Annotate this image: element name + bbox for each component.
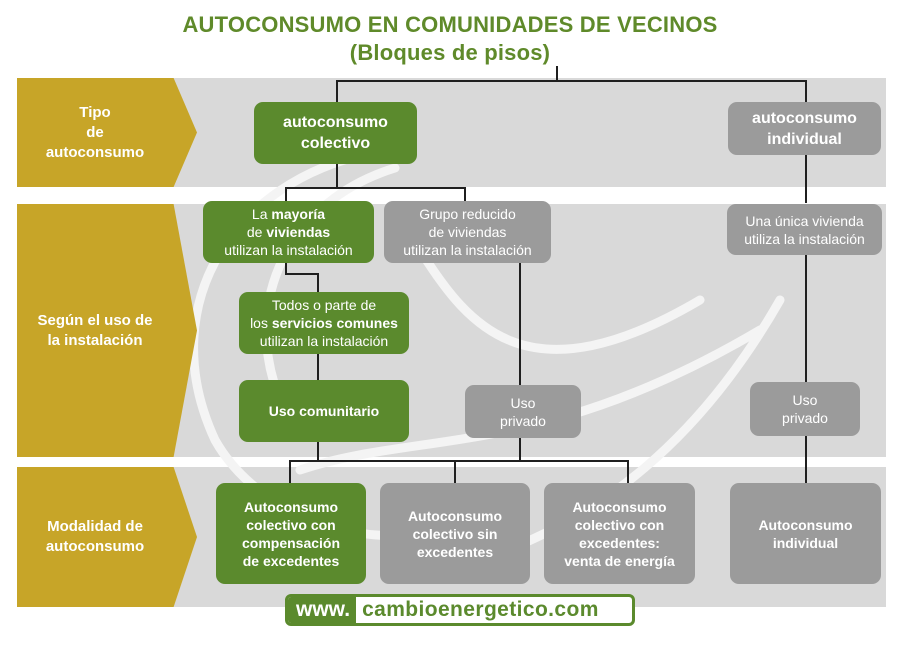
connector-line	[336, 80, 338, 102]
connector-line	[285, 262, 287, 274]
node-mayoria-viviendas: La mayoría de viviendas utilizan la inst…	[203, 201, 374, 263]
connector-line	[336, 80, 807, 82]
connector-line	[317, 441, 319, 461]
connector-line	[285, 273, 319, 275]
connector-line	[519, 262, 521, 385]
node-grupo-reducido: Grupo reducido de viviendas utilizan la …	[384, 201, 551, 263]
connector-line	[627, 460, 629, 483]
page-subtitle: (Bloques de pisos)	[349, 40, 551, 65]
connector-line	[805, 80, 807, 102]
text-fragment-bold: mayoría	[271, 206, 326, 222]
page-title: AUTOCONSUMO EN COMUNIDADES DE VECINOS	[182, 12, 718, 37]
text-fragment: La	[251, 206, 272, 222]
node-mod-compensacion: Autoconsumo colectivo con compensación d…	[216, 483, 366, 584]
connector-line	[317, 273, 319, 292]
connector-line	[317, 354, 319, 381]
connector-line	[464, 187, 466, 202]
url-www: www.	[288, 597, 357, 623]
connector-line	[289, 460, 291, 483]
text-fragment: Todos o parte de	[271, 297, 377, 313]
row-label-uso: Según el uso de la instalación	[17, 204, 197, 457]
row-label-tipo: Tipo de autoconsumo	[17, 78, 197, 187]
text-fragment: de	[246, 224, 267, 240]
node-mod-individual: Autoconsumo individual	[730, 483, 881, 584]
node-uso-privado-individual: Uso privado	[750, 382, 860, 436]
connector-line	[285, 187, 466, 189]
connector-line	[289, 460, 629, 462]
node-una-vivienda: Una única vivienda utiliza la instalació…	[727, 204, 882, 255]
connector-line	[556, 66, 558, 81]
text-fragment: utilizan la instalación	[259, 333, 389, 349]
website-link[interactable]: www. cambioenergetico.com	[285, 594, 635, 626]
connector-line	[805, 255, 807, 382]
connector-line	[454, 460, 456, 483]
text-fragment: los	[250, 315, 272, 331]
text-fragment: utilizan la instalación	[224, 242, 353, 258]
connector-line	[805, 436, 807, 483]
node-mod-venta-energia: Autoconsumo colectivo con excedentes: ve…	[544, 483, 695, 584]
connector-line	[285, 187, 287, 202]
connector-line	[519, 438, 521, 461]
text-fragment-bold: viviendas	[266, 224, 331, 240]
node-servicios-comunes: Todos o parte de los servicios comunes u…	[239, 292, 409, 354]
node-uso-comunitario: Uso comunitario	[239, 380, 409, 442]
url-domain: cambioenergetico.com	[362, 598, 599, 621]
connector-line	[336, 164, 338, 188]
connector-line	[805, 155, 807, 203]
node-autoconsumo-individual: autoconsumo individual	[728, 102, 881, 155]
text-fragment-bold: servicios comunes	[271, 315, 398, 331]
row-label-modalidad: Modalidad de autoconsumo	[17, 467, 197, 607]
node-mod-sin-excedentes: Autoconsumo colectivo sin excedentes	[380, 483, 530, 584]
node-uso-privado-colectivo: Uso privado	[465, 385, 581, 438]
node-autoconsumo-colectivo: autoconsumo colectivo	[254, 102, 417, 164]
